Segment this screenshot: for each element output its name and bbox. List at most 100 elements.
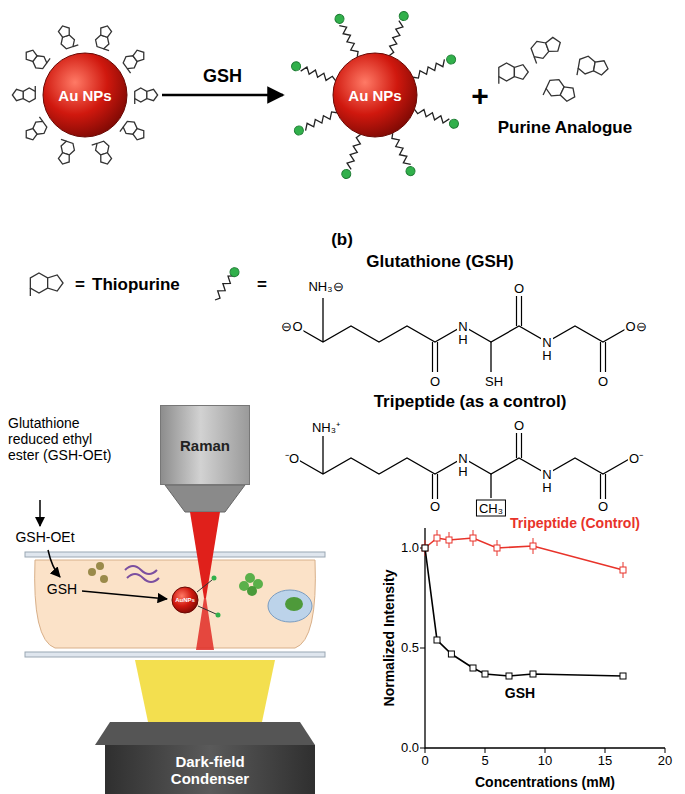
data-marker [434, 535, 440, 541]
note: Glutathione reduced ethyl ester (GSH-OEt… [8, 415, 123, 463]
double-bond [600, 342, 601, 372]
ring [132, 127, 147, 142]
data-marker [620, 567, 626, 573]
atom-label: O [513, 282, 525, 295]
ligand-head [290, 61, 302, 73]
gold-core [43, 53, 127, 137]
release-line [197, 580, 212, 592]
ligand-head [334, 13, 346, 25]
culture-dish [35, 560, 316, 648]
tick-label: 1.0 [401, 541, 419, 555]
thiopurine-icon [543, 76, 578, 107]
ring [57, 152, 71, 166]
gsh-ligand [293, 109, 339, 137]
atom-label: N H [541, 336, 553, 362]
tick-label: 10 [538, 754, 552, 768]
gsh-dot [216, 613, 221, 618]
double-bond [516, 296, 517, 326]
tick-label: 0.5 [401, 641, 419, 655]
bond [577, 68, 578, 75]
series-line [425, 538, 623, 570]
bond [104, 49, 109, 51]
axis-title: Concentrations (mM) [475, 775, 615, 790]
reagent-label: GSH-OEt [15, 530, 74, 545]
nanoparticle-group [172, 587, 198, 613]
gsh-ligand [389, 131, 417, 177]
organelle [127, 574, 159, 582]
ring [577, 55, 595, 75]
gold-core [333, 53, 417, 137]
series-label: GSH [505, 686, 535, 701]
nanoparticle-group [12, 23, 157, 167]
bond [92, 143, 97, 145]
double-bond [437, 474, 438, 499]
tick [545, 748, 546, 753]
ligand-chain [213, 272, 236, 301]
equals-sign: = [75, 276, 85, 295]
data-marker [530, 671, 536, 677]
equals-sign: = [257, 276, 267, 295]
thiopurine-icon [499, 63, 528, 84]
green-organelle [239, 573, 263, 596]
ring [48, 275, 63, 291]
bond [120, 127, 123, 132]
data-marker [446, 537, 452, 543]
ligand-chain [387, 21, 405, 57]
ring [57, 24, 71, 38]
tick-label: 15 [598, 754, 612, 768]
caption: Purine Analogue [498, 119, 632, 138]
raman-objective: Raman [160, 405, 250, 485]
ester-molecule [100, 575, 108, 583]
series-label: Tripeptide (Control) [508, 516, 642, 531]
bond [498, 77, 499, 84]
tick-label: 0.0 [401, 741, 419, 755]
ligand-head [448, 118, 460, 130]
atom-label: CH₃ [476, 500, 506, 517]
double-bond [605, 342, 606, 372]
objective-tip [165, 485, 245, 512]
nucleus [285, 597, 303, 611]
ligand-chain [412, 59, 447, 80]
gsh-ligand [385, 10, 409, 57]
ligand-chain [390, 132, 411, 167]
condenser-box: Dark-field Condenser [105, 745, 315, 794]
bond [127, 69, 130, 74]
ring [135, 88, 147, 102]
reagent-label: GSH [47, 582, 77, 597]
data-marker [470, 535, 476, 541]
ring [99, 152, 113, 166]
ring [147, 89, 158, 100]
legend-text: Thiopurine [92, 275, 180, 294]
double-bond [437, 342, 438, 372]
atom-label: O⁻ [628, 452, 644, 465]
bond [322, 298, 323, 342]
bond [490, 342, 491, 372]
ring [559, 84, 578, 103]
axis-line [425, 528, 665, 748]
tick [420, 748, 425, 749]
thiopurine-icon [92, 140, 114, 167]
thiopurine-icon [22, 45, 50, 71]
node-label: AuNPs [175, 597, 195, 603]
plus-sign: + [471, 79, 489, 112]
tick [420, 648, 425, 649]
atom-label: O [429, 500, 441, 513]
node-label: Au NPs [58, 87, 111, 104]
gsh-ligand [334, 13, 362, 59]
data-marker [448, 651, 454, 657]
double-bond [600, 474, 601, 499]
ligand-head [341, 168, 353, 180]
edge-label: GSH [200, 67, 245, 87]
arrow [82, 591, 167, 599]
bond [61, 139, 66, 141]
organelle [125, 566, 157, 574]
thiopurine-icon [12, 86, 35, 102]
atom-label: N H [457, 452, 469, 478]
thiopurine-icon [21, 117, 49, 143]
atom-label: N H [457, 320, 469, 346]
laser-beam [190, 512, 220, 598]
double-bond [432, 342, 433, 372]
tick [605, 748, 606, 753]
ligand-head [293, 125, 305, 137]
atom-label: NH₃⊖ [307, 280, 344, 293]
